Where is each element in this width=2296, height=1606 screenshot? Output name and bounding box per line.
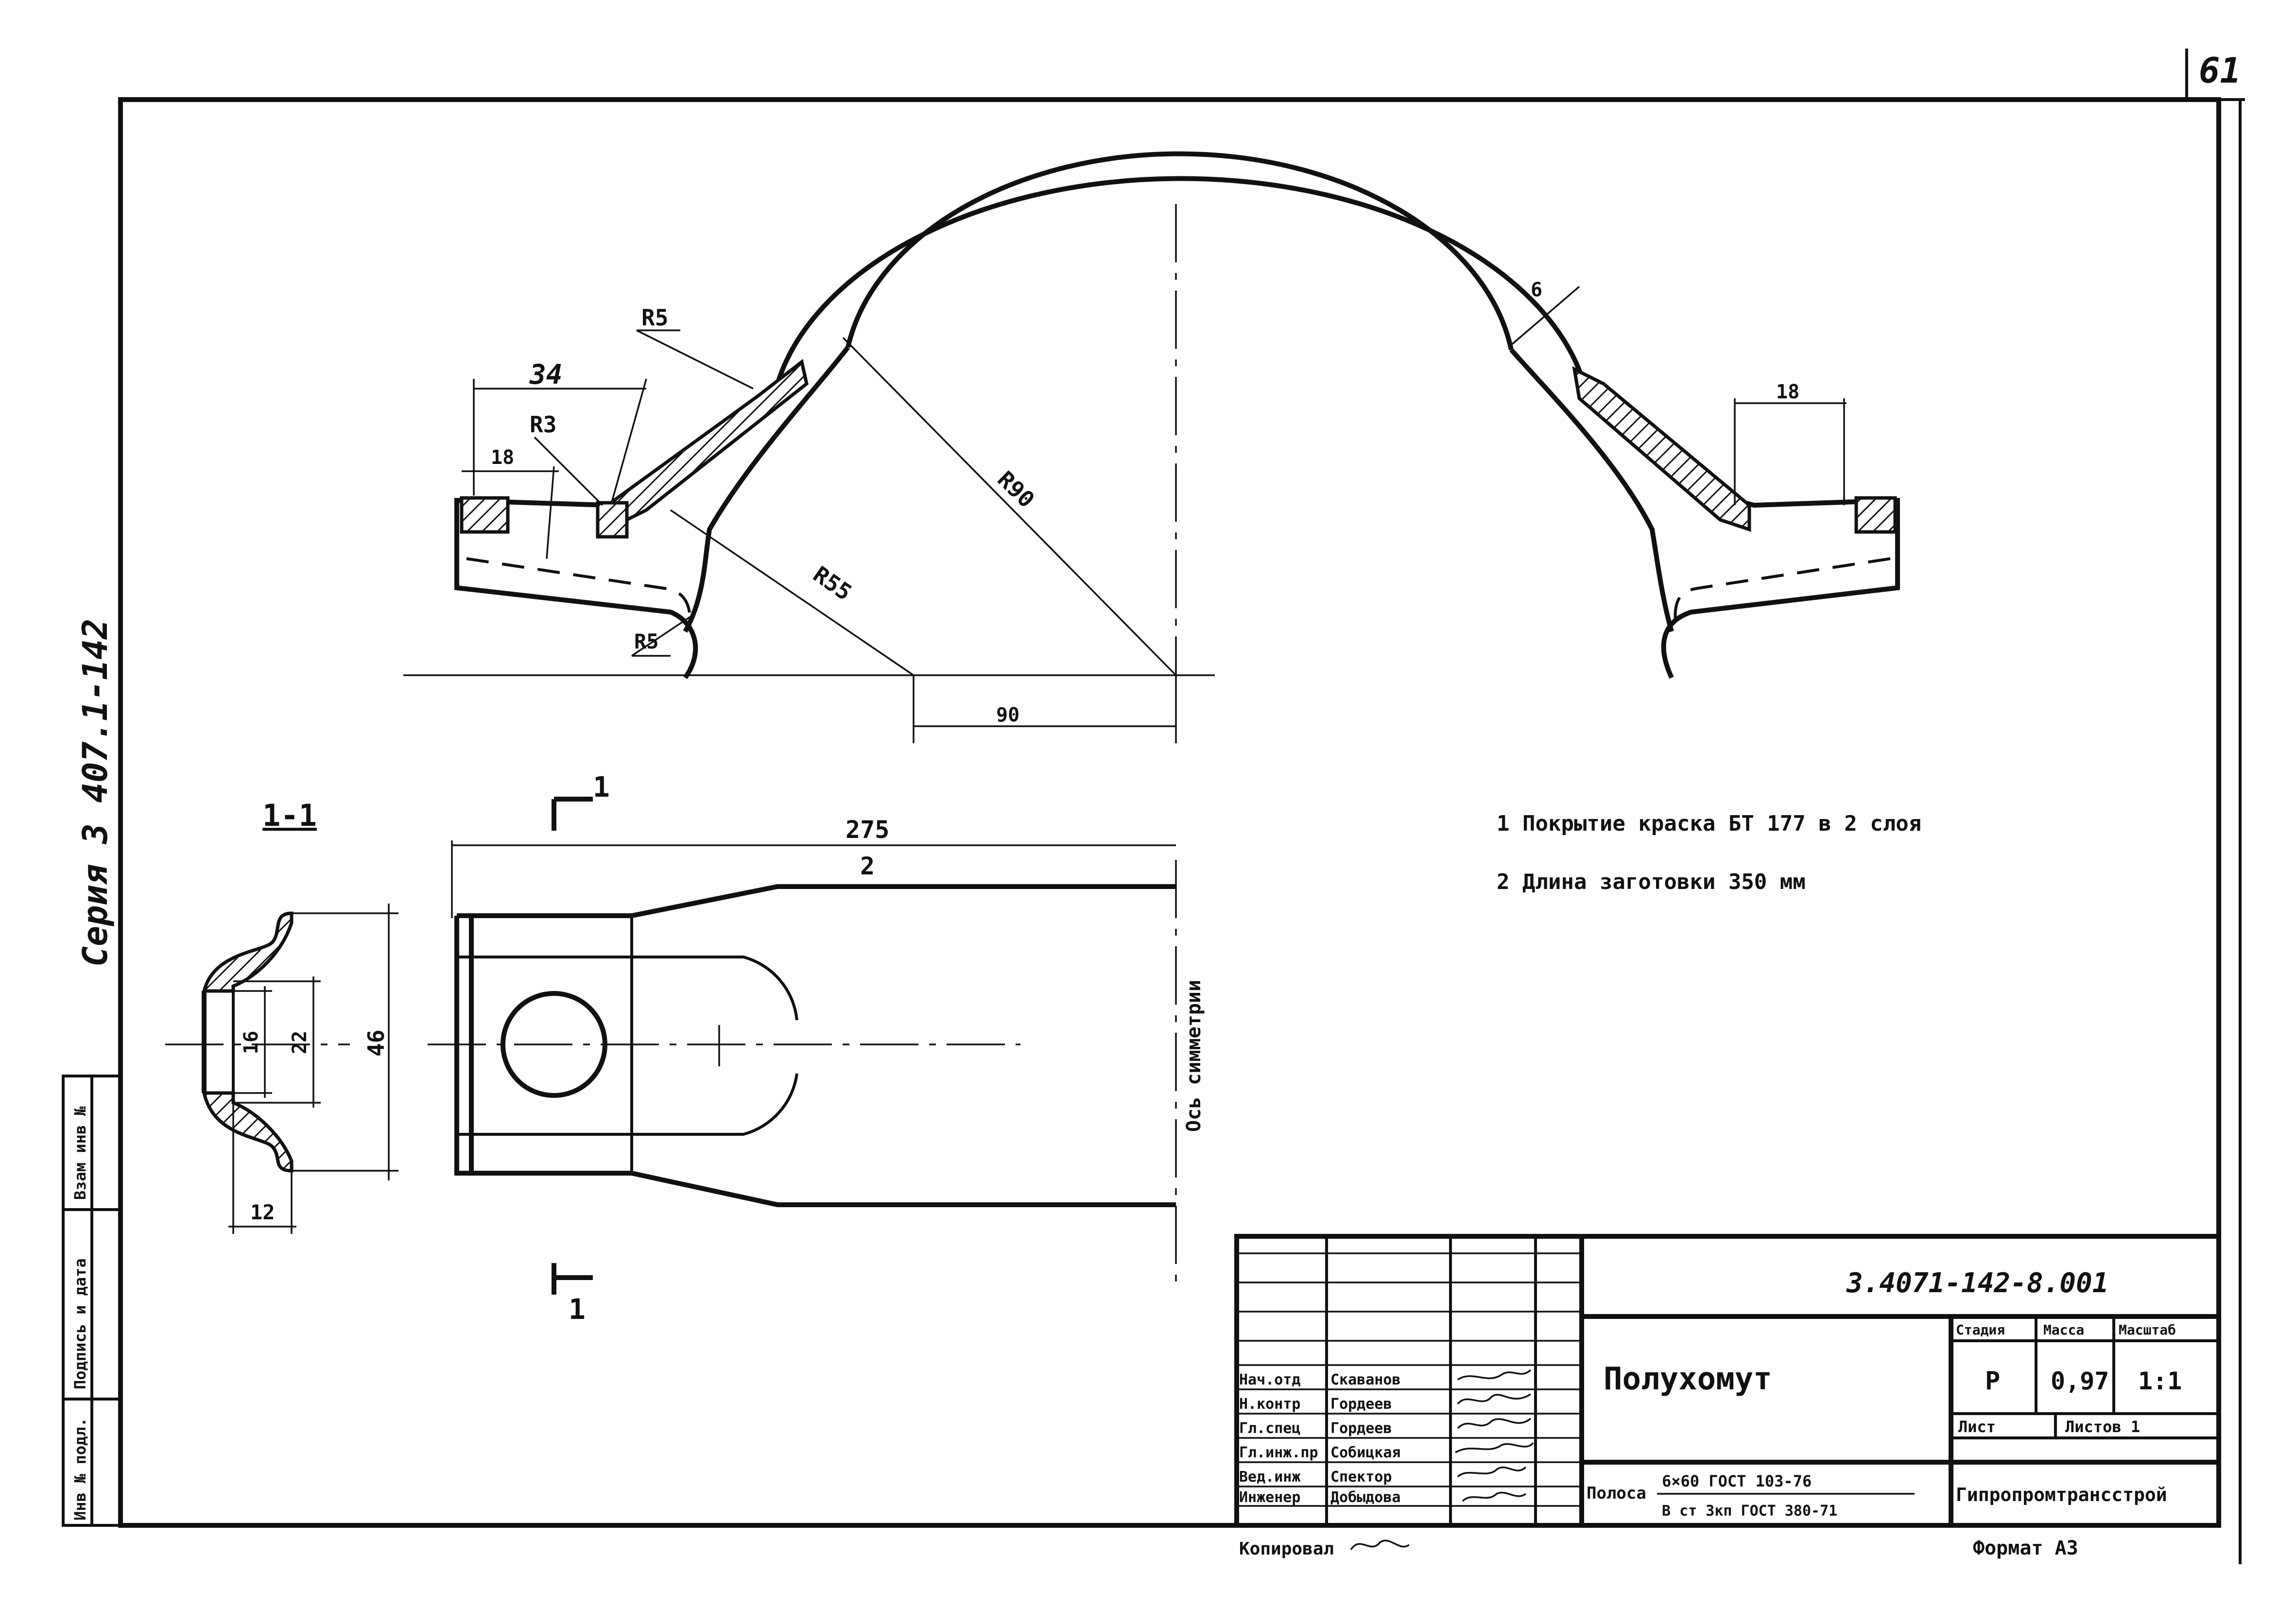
material-prefix: Полоса — [1587, 1484, 1646, 1503]
copied-by-label: Копировал — [1239, 1539, 1334, 1559]
role-3: Гл.спец — [1239, 1420, 1300, 1437]
role-1: Нач.отд — [1239, 1371, 1300, 1388]
dim-275-label: 275 — [846, 816, 889, 844]
sheets-label: Листов 1 — [2065, 1418, 2140, 1436]
col-header-mass: Масса — [2043, 1322, 2084, 1338]
symmetry-axis-label: Ось симметрии — [1183, 980, 1205, 1132]
mass-value: 0,97 — [2051, 1367, 2109, 1395]
notes: 1 Покрытие краска БТ 177 в 2 слоя 2 Длин… — [1497, 811, 1921, 894]
section-mark-top: 1 — [593, 770, 610, 803]
organization: Гипропромтрансстрой — [1956, 1484, 2167, 1505]
sheet-label: Лист — [1958, 1418, 1996, 1436]
material-bottom: В ст 3кп ГОСТ 380-71 — [1662, 1503, 1837, 1520]
section-marks: 1 1 — [552, 770, 610, 1326]
role-4: Гл.инж.пр — [1239, 1444, 1318, 1461]
radius-r90-label: R90 — [992, 466, 1039, 513]
section-dim-16: 16 — [240, 1031, 262, 1054]
copied-by-signature — [1350, 1539, 1410, 1551]
col-header-stage: Стадия — [1956, 1322, 2005, 1338]
material-top: 6×60 ГОСТ 103-76 — [1662, 1472, 1812, 1490]
stage-value: Р — [1985, 1367, 2000, 1396]
clamp-elevation-view: R90 R55 R5 R3 R5 34 18 6 18 9 — [403, 151, 1900, 743]
margin-label-sign: Подпись и дата — [71, 1258, 89, 1389]
person-5: Спектор — [1330, 1469, 1392, 1486]
role-5: Вед.инж — [1239, 1469, 1300, 1486]
person-2: Гордеев — [1330, 1396, 1392, 1413]
role-6: Инженер — [1239, 1489, 1300, 1506]
dim-2-label: 2 — [860, 852, 875, 880]
role-2: Н.контр — [1239, 1396, 1300, 1413]
handwritten-signatures — [1455, 1369, 1534, 1502]
signature-roles: Нач.отд Н.контр Гл.спец Гл.инж.пр Вед.ин… — [1239, 1371, 1318, 1506]
radius-r3-label: R3 — [530, 411, 556, 438]
radius-r5-top-label: R5 — [641, 305, 668, 331]
dim-6-label: 6 — [1531, 279, 1542, 301]
drawing-frame: 61 — [118, 49, 2245, 1564]
col-header-scale: Масштаб — [2119, 1322, 2176, 1338]
series-label: Серия 3 407.1-142 — [75, 619, 115, 967]
person-6: Добыдова — [1330, 1489, 1401, 1506]
title-block: 3.4071-142-8.001 Полухомут Стадия Масса … — [1234, 1234, 2221, 1528]
dim-34-label: 34 — [529, 359, 562, 391]
note-1: 1 Покрытие краска БТ 177 в 2 слоя — [1497, 811, 1921, 836]
section-dim-46: 46 — [363, 1030, 389, 1057]
person-1: Скаванов — [1330, 1371, 1401, 1388]
person-3: Гордеев — [1330, 1420, 1392, 1437]
part-name: Полухомут — [1604, 1361, 1772, 1397]
margin-label-inv: Инв № подл. — [71, 1418, 89, 1521]
document-designation: 3.4071-142-8.001 — [1846, 1267, 2108, 1299]
section-mark-bottom: 1 — [569, 1293, 586, 1326]
section-title: 1-1 — [262, 798, 317, 833]
scale-value: 1:1 — [2138, 1367, 2182, 1395]
person-4: Собицкая — [1330, 1444, 1401, 1461]
section-dim-22: 22 — [289, 1031, 311, 1054]
page-number: 61 — [2199, 50, 2241, 91]
signature-persons: Скаванов Гордеев Гордеев Собицкая Спекто… — [1330, 1371, 1401, 1506]
margin-label-replace: Взам инв № — [71, 1106, 89, 1200]
left-margin-column: Инв № подл. Подпись и дата Взам инв № Се… — [62, 619, 122, 1527]
radius-r5-bottom-label: R5 — [634, 630, 659, 653]
section-1-1-view: 1-1 46 22 16 12 — [165, 798, 398, 1234]
note-2: 2 Длина заготовки 350 мм — [1497, 870, 1806, 894]
radius-r55-label: R55 — [809, 561, 857, 606]
format-label: Формат А3 — [1973, 1537, 2078, 1559]
clamp-plan-view: 275 2 Ось симметрии — [428, 816, 1205, 1287]
dim-18-left-label: 18 — [491, 446, 514, 469]
dim-90-label: 90 — [996, 704, 1019, 726]
section-dim-12: 12 — [250, 1200, 275, 1224]
dim-18-right-label: 18 — [1776, 381, 1799, 403]
